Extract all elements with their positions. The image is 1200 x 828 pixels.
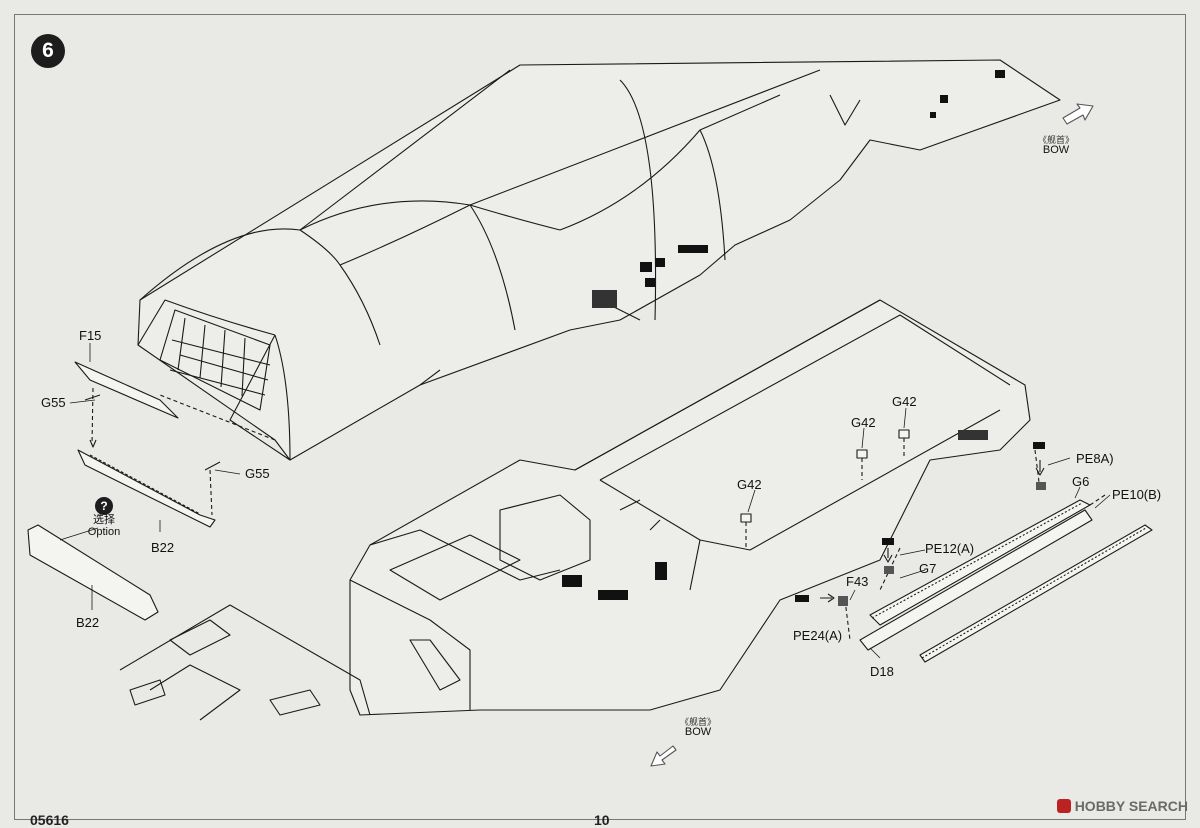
option-label-cn: 选择	[93, 514, 115, 526]
part-label-f15: F15	[79, 328, 102, 343]
part-label-g6: G6	[1072, 474, 1090, 489]
bow-label-top-en: BOW	[1042, 144, 1070, 156]
bow-label-top: 《舰首》 BOW	[1038, 136, 1074, 156]
part-label-g42-c: G42	[892, 394, 917, 409]
bow-arrow-top-icon	[1062, 103, 1094, 125]
part-label-g55-a: G55	[41, 395, 66, 410]
part-label-b22-a: B22	[151, 540, 175, 555]
document-id: 05616	[30, 812, 69, 828]
option-label: 选择 Option	[82, 514, 126, 538]
step-number-badge: 6	[31, 34, 65, 68]
part-label-pe12a: PE12(A)	[925, 541, 975, 556]
leader-lines	[59, 343, 1111, 659]
part-label-b22-b: B22	[76, 615, 100, 630]
part-label-pe10b: PE10(B)	[1112, 487, 1162, 502]
part-label-g42-a: G42	[737, 477, 762, 492]
flight-deck-hull	[119, 299, 1031, 721]
g42-parts	[740, 429, 910, 548]
superstructure-hull	[137, 59, 1061, 461]
part-label-pe8a: PE8A)	[1076, 451, 1114, 466]
part-label-pe24a: PE24(A)	[793, 628, 843, 643]
option-label-en: Option	[87, 526, 121, 538]
part-label-g42-b: G42	[851, 415, 876, 430]
bow-label-bottom: 《舰首》 BOW	[680, 718, 716, 738]
part-label-g7: G7	[919, 561, 937, 576]
watermark-text: HOBBY SEARCH	[1074, 798, 1188, 814]
part-label-g55-b: G55	[245, 466, 270, 481]
hobby-search-logo-icon	[1056, 799, 1071, 813]
stern-parts	[27, 361, 276, 621]
question-icon: ?	[95, 497, 113, 515]
watermark: HOBBY SEARCH	[1056, 798, 1188, 814]
part-label-f43: F43	[846, 574, 869, 589]
bow-label-bottom-en: BOW	[684, 726, 712, 738]
bow-arrow-bottom-icon	[650, 745, 677, 767]
page-number: 10	[594, 812, 610, 828]
part-label-d18: D18	[870, 664, 894, 679]
bow-label-bottom-cn: 《舰首》	[680, 717, 717, 727]
side-rail-assembly	[795, 442, 1153, 663]
bow-label-top-cn: 《舰首》	[1038, 135, 1075, 145]
